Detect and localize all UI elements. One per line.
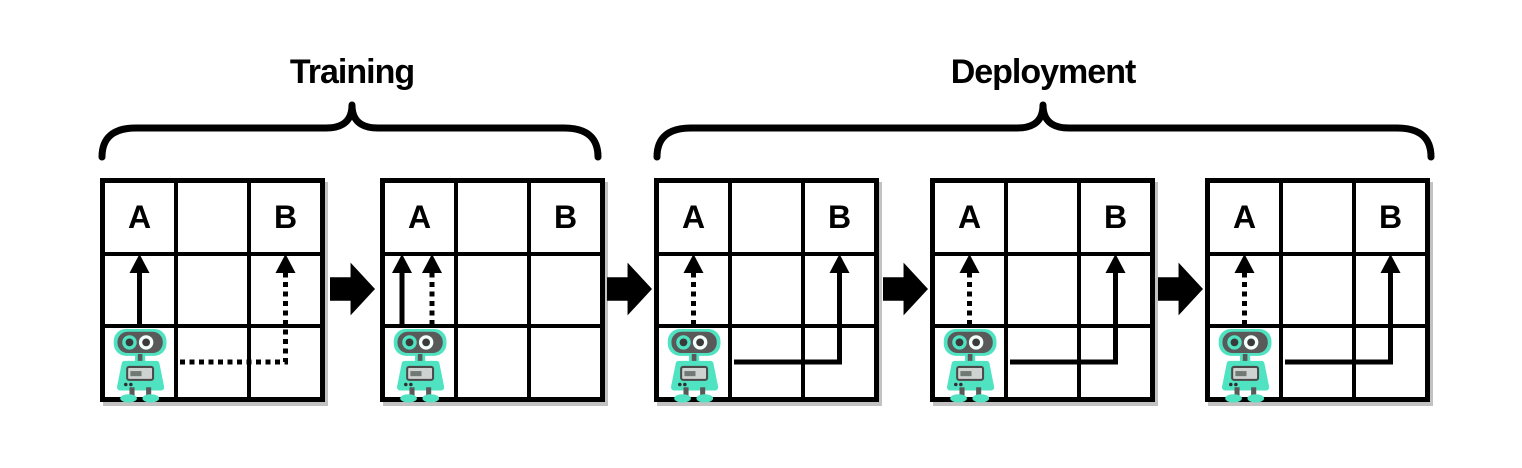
cell-goal-a: A	[105, 183, 174, 252]
grid-cell	[1283, 255, 1352, 325]
goal-label-b: B	[827, 199, 852, 236]
gridworld-deployment-step-2: A B	[930, 178, 1155, 402]
grid-cell	[251, 255, 320, 325]
goal-label-a: A	[957, 199, 982, 236]
robot-icon	[108, 329, 175, 403]
cell-goal-b: B	[1356, 183, 1425, 252]
grid-cell	[251, 328, 320, 397]
grid-cell	[1008, 255, 1077, 325]
step-arrow-icon	[883, 262, 928, 316]
goal-label-b: B	[1103, 199, 1128, 236]
step-arrow-icon	[1158, 262, 1203, 316]
training-brace-icon	[98, 101, 602, 161]
grid-cell	[178, 183, 247, 252]
gridworld-deployment-step-3: A B	[1205, 178, 1430, 402]
grid-cell	[1008, 183, 1077, 252]
grid-cell	[1081, 328, 1150, 397]
gridworld-training-step-2: A B	[380, 178, 605, 402]
step-arrow-icon	[607, 262, 652, 316]
grid-cell	[1356, 328, 1425, 397]
goal-label-b: B	[1378, 199, 1403, 236]
grid-cell	[935, 255, 1004, 325]
grid-cell	[1081, 255, 1150, 325]
grid-cell	[732, 183, 801, 252]
cell-goal-b: B	[805, 183, 874, 252]
goal-label-b: B	[553, 199, 578, 236]
deployment-brace-icon	[653, 101, 1435, 161]
grid-cell	[732, 328, 801, 397]
grid-cell	[732, 255, 801, 325]
gridworld-deployment-step-1: A B	[654, 178, 879, 402]
grid-cell	[1356, 255, 1425, 325]
grid-cell	[105, 255, 174, 325]
grid-cell	[385, 255, 454, 325]
cell-goal-b: B	[251, 183, 320, 252]
phase-title-training: Training	[289, 53, 415, 91]
cell-goal-a: A	[935, 183, 1004, 252]
grid-cell	[531, 255, 600, 325]
cell-goal-a: A	[385, 183, 454, 252]
grid-cell	[659, 255, 728, 325]
robot-icon	[938, 329, 1005, 403]
cell-goal-b: B	[1081, 183, 1150, 252]
step-arrow-icon	[330, 262, 375, 316]
grid-cell	[1283, 183, 1352, 252]
grid-cell	[805, 255, 874, 325]
grid-cell	[458, 255, 527, 325]
grid-cell	[1008, 328, 1077, 397]
grid-cell	[805, 328, 874, 397]
grid-cell	[178, 255, 247, 325]
cell-goal-a: A	[659, 183, 728, 252]
robot-icon	[662, 329, 729, 403]
goal-label-b: B	[273, 199, 298, 236]
gridworld-training-step-1: A B	[100, 178, 325, 402]
grid-cell	[1283, 328, 1352, 397]
cell-goal-a: A	[1210, 183, 1279, 252]
grid-cell	[178, 328, 247, 397]
grid-cell	[458, 183, 527, 252]
goal-label-a: A	[1232, 199, 1257, 236]
phase-title-deployment: Deployment	[950, 53, 1137, 91]
goal-label-a: A	[407, 199, 432, 236]
cell-goal-b: B	[531, 183, 600, 252]
robot-icon	[388, 329, 455, 403]
grid-cell	[1210, 255, 1279, 325]
goal-label-a: A	[681, 199, 706, 236]
robot-icon	[1213, 329, 1280, 403]
grid-cell	[531, 328, 600, 397]
goal-label-a: A	[127, 199, 152, 236]
grid-cell	[458, 328, 527, 397]
